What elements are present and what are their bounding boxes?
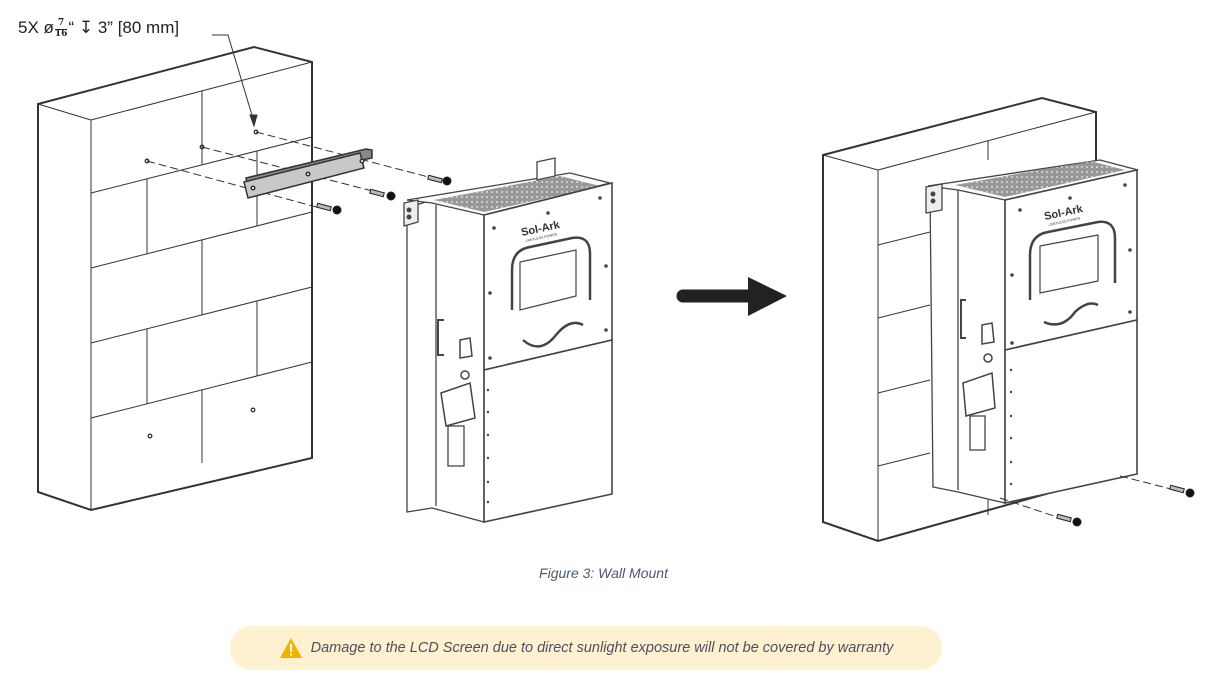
screws-right [999, 475, 1195, 527]
warning-triangle-icon [279, 638, 302, 658]
screw-icon [369, 188, 396, 201]
screw-icon [427, 174, 452, 186]
wall-mount-figure: Sol-Ark LIMITLESS POWER [18, 18, 1195, 543]
inverter-mounted: Sol-Ark LIMITLESS POWER [925, 159, 1139, 504]
warning-banner: Damage to the LCD Screen due to direct s… [230, 626, 942, 670]
hole-depth: 3” [97, 18, 113, 37]
hole-quantity: 5X [18, 18, 39, 37]
inverter-unmounted: Sol-Ark LIMITLESS POWER [403, 157, 613, 523]
mounting-bracket [243, 148, 373, 199]
screw-icon [1169, 484, 1195, 498]
inch-mark: “ [68, 18, 75, 37]
brand-tagline: LIMITLESS POWER [1048, 216, 1081, 227]
callout-leader [212, 34, 258, 128]
figure-caption: Figure 3: Wall Mount [539, 565, 668, 581]
left-wall [37, 45, 313, 512]
warning-text: Damage to the LCD Screen due to direct s… [310, 640, 894, 656]
hole-depth-metric: [80 mm] [117, 18, 180, 37]
screw-icon [316, 202, 342, 215]
wall-mount-illustration: Sol-Ark LIMITLESS POWER [37, 34, 1195, 543]
brand-tagline: LIMITLESS POWER [525, 232, 558, 243]
screws-left [316, 174, 452, 215]
right-arrow-icon [676, 277, 787, 316]
depth-symbol: ↧ [78, 18, 94, 37]
screw-icon [1056, 513, 1082, 527]
diameter-symbol: ø [43, 18, 54, 37]
